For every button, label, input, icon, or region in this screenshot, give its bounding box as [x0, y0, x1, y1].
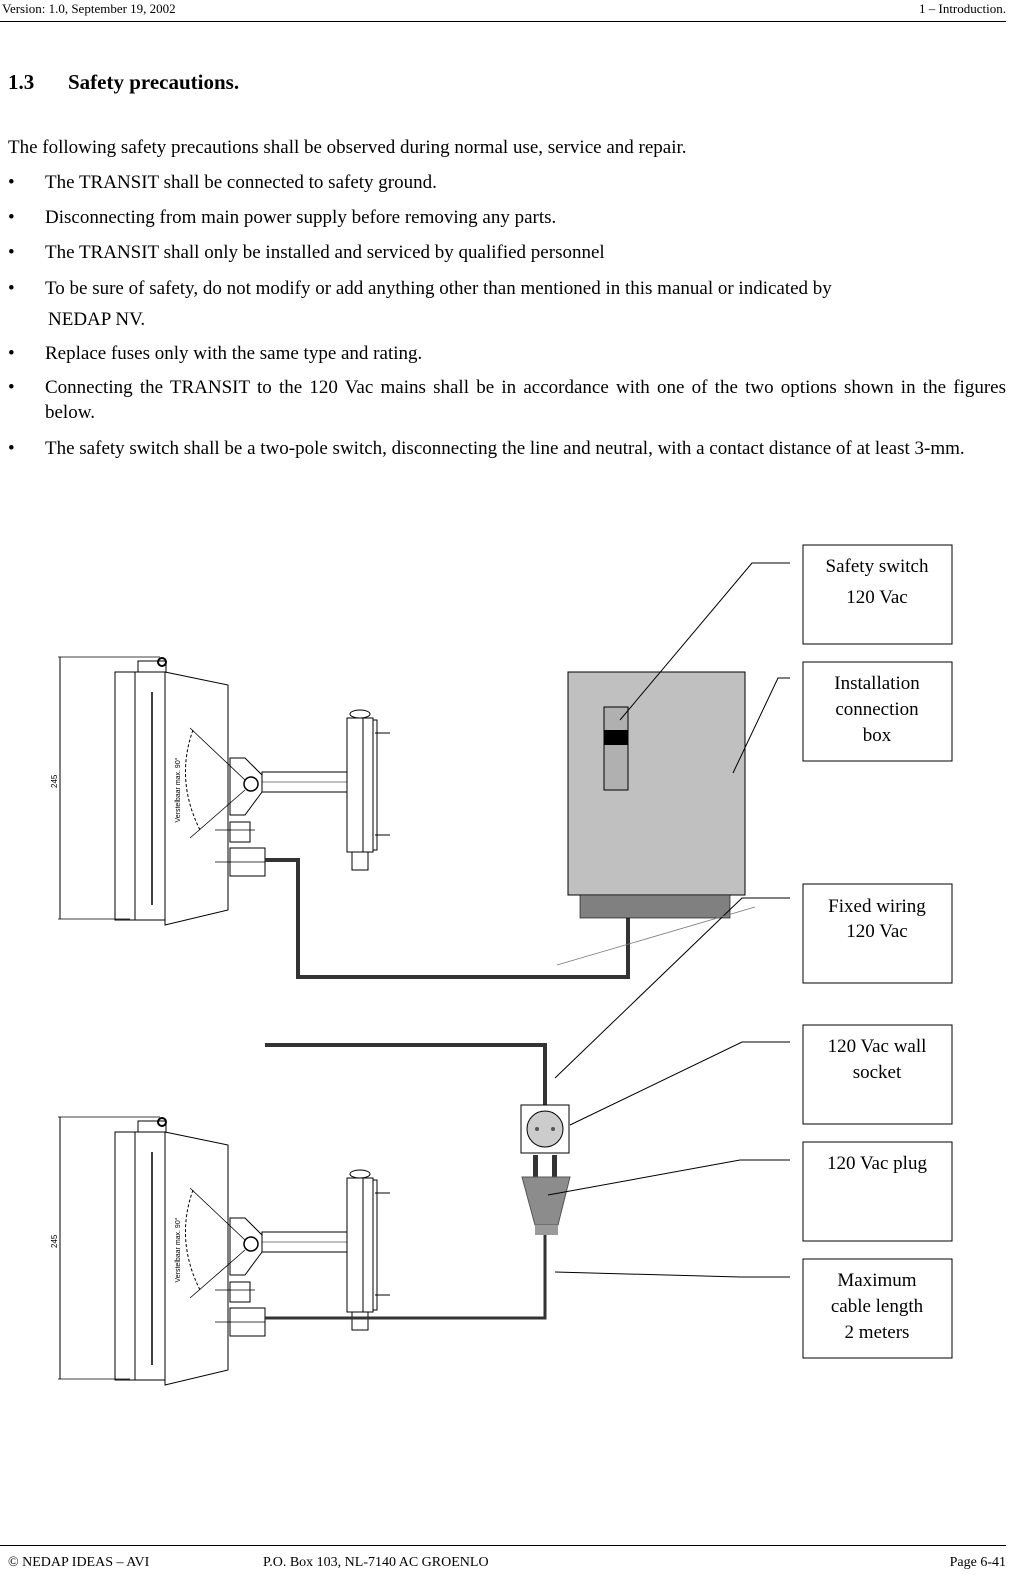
label-installation-box: Installation connection box — [802, 661, 953, 762]
svg-text:120 Vac: 120 Vac — [846, 587, 907, 608]
page-header: Version: 1.0, September 19, 2002 1 – Int… — [0, 0, 1006, 22]
list-item: •The safety switch shall be a two-pole s… — [8, 438, 965, 459]
footer-company: © NEDAP IDEAS – AVI — [8, 1555, 150, 1570]
plug — [521, 1155, 571, 1235]
label-fixed-wiring: Fixed wiring 120 Vac — [802, 883, 953, 984]
leader-lines — [547, 562, 790, 1278]
list-item: •Connecting the TRANSIT to the 120 Vac m… — [8, 377, 1006, 423]
list-item: •The TRANSIT shall be connected to safet… — [8, 172, 437, 193]
label-max-cable: Maximum cable length 2 meters — [802, 1258, 953, 1359]
svg-text:245: 245 — [50, 1234, 59, 1248]
installation-box — [567, 671, 746, 919]
transit-reader-top: 245 Verstelbaar max. 90° — [50, 656, 391, 926]
plug-cable — [265, 1235, 547, 1320]
label-safety-switch: Safety switch 120 Vac — [802, 544, 953, 645]
list-item: •Replace fuses only with the same type a… — [8, 343, 423, 364]
svg-text:socket: socket — [853, 1062, 902, 1083]
label-plug: 120 Vac plug — [802, 1141, 953, 1242]
svg-text:120 Vac wall: 120 Vac wall — [828, 1036, 927, 1057]
footer-address: P.O. Box 103, NL-7140 AC GROENLO — [263, 1555, 489, 1570]
svg-text:245: 245 — [50, 774, 59, 788]
svg-text:connection: connection — [835, 699, 919, 720]
svg-text:120 Vac plug: 120 Vac plug — [827, 1153, 927, 1174]
version-text: Version: 1.0, September 19, 2002 — [2, 1, 176, 16]
list-item: •Disconnecting from main power supply be… — [8, 207, 557, 228]
svg-text:Safety switch: Safety switch — [826, 556, 929, 577]
list-item: •To be sure of safety, do not modify or … — [8, 278, 832, 299]
fixed-cable — [265, 858, 630, 979]
list-continuation: NEDAP NV. — [48, 309, 146, 330]
list-item: •The TRANSIT shall only be installed and… — [8, 242, 605, 263]
svg-text:120 Vac: 120 Vac — [846, 921, 907, 942]
socket-cable — [265, 1043, 547, 1105]
page-footer: © NEDAP IDEAS – AVI P.O. Box 103, NL-714… — [0, 1545, 1006, 1576]
svg-text:cable length: cable length — [831, 1296, 924, 1317]
svg-text:Verstelbaar max. 90°: Verstelbaar max. 90° — [174, 1217, 182, 1282]
chapter-text: 1 – Introduction. — [918, 1, 1006, 16]
svg-text:Verstelbaar max. 90°: Verstelbaar max. 90° — [174, 757, 182, 822]
wall-socket — [520, 1104, 570, 1154]
precaution-list: •The TRANSIT shall be connected to safet… — [8, 170, 1006, 461]
svg-text:box: box — [863, 725, 892, 746]
page-number: Page 6-41 — [949, 1555, 1006, 1570]
safety-switch — [603, 706, 629, 791]
label-wall-socket: 120 Vac wall socket — [802, 1024, 953, 1125]
transit-reader-bottom: 245 Verstelbaar max. 90° — [50, 1116, 391, 1386]
svg-text:Maximum: Maximum — [837, 1270, 916, 1291]
intro-paragraph: The following safety precautions shall b… — [8, 137, 687, 158]
svg-text:2 meters: 2 meters — [845, 1322, 910, 1343]
svg-text:Fixed wiring: Fixed wiring — [828, 896, 926, 917]
svg-text:Installation: Installation — [834, 673, 920, 694]
